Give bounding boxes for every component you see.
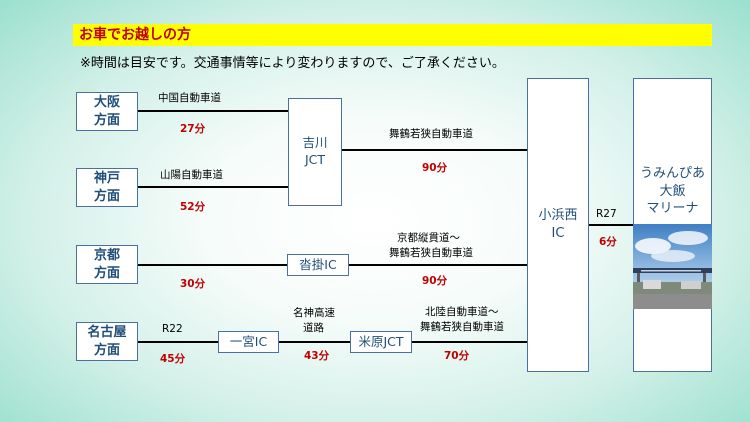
time-meishin: 43分: [304, 350, 330, 362]
origin-nagoya: 名古屋方面: [76, 322, 138, 361]
origin-kyoto: 京都方面: [76, 245, 138, 284]
time-r22: 45分: [160, 353, 186, 365]
route-label-maizuru: 舞鶴若狭自動車道: [389, 128, 473, 140]
time-kyoto-kutsukake: 30分: [180, 278, 206, 290]
route-label-r27: R27: [596, 208, 617, 220]
origin-nagoya-suffix: 方面: [93, 342, 120, 358]
route-line-sanyo: [137, 186, 288, 188]
marina-photo: [633, 224, 712, 309]
junction-maibara: 米原JCT: [350, 331, 412, 353]
page-title: お車でお越しの方: [73, 24, 712, 46]
route-line-meishin: [279, 341, 350, 343]
origin-osaka-name: 大阪: [93, 94, 120, 110]
time-kyoto-route: 90分: [422, 275, 448, 287]
junction-obama-nishi: 小浜西 IC: [527, 78, 589, 372]
route-label-kyoto-line2: 舞鶴若狭自動車道: [389, 247, 473, 259]
junction-yokawa-type: JCT: [304, 152, 326, 167]
junction-ichinomiya-label: 一宮IC: [229, 333, 268, 349]
route-line-chugoku: [137, 110, 288, 112]
route-line-kyoto-kutsukake: [137, 264, 288, 266]
origin-nagoya-name: 名古屋: [87, 324, 127, 340]
route-line-r27: [589, 224, 633, 226]
destination-name-line1: うみんぴあ: [639, 166, 705, 181]
destination-name-line2: 大飯: [659, 183, 686, 199]
origin-kyoto-suffix: 方面: [93, 265, 120, 281]
route-label-sanyo: 山陽自動車道: [160, 169, 223, 181]
origin-kobe-name: 神戸: [93, 170, 120, 186]
route-label-kyoto-line1: 京都縦貫道～: [397, 232, 460, 244]
junction-kutsukake-label: 沓掛IC: [299, 256, 337, 272]
time-sanyo: 52分: [180, 201, 206, 213]
route-line-hokuriku: [412, 341, 527, 343]
time-hokuriku: 70分: [444, 350, 470, 362]
junction-yokawa-name: 吉川: [302, 135, 328, 151]
route-label-hokuriku-line1: 北陸自動車道～: [425, 306, 499, 318]
time-maizuru: 90分: [422, 162, 448, 174]
time-r27: 6分: [599, 236, 617, 248]
disclaimer-note: ※時間は目安です。交通事情等により変わりますので、ご了承ください。: [80, 56, 505, 71]
junction-ichinomiya: 一宮IC: [218, 331, 279, 353]
junction-kutsukake: 沓掛IC: [287, 254, 349, 276]
origin-osaka: 大阪方面: [76, 92, 138, 131]
route-line-kutsukake-obama: [349, 264, 527, 266]
route-label-chugoku: 中国自動車道: [158, 92, 221, 104]
origin-osaka-suffix: 方面: [93, 112, 120, 128]
route-label-meishin-line1: 名神高速: [293, 307, 335, 319]
time-chugoku: 27分: [180, 123, 206, 135]
route-label-hokuriku-line2: 舞鶴若狭自動車道: [420, 321, 504, 333]
route-line-r22: [137, 341, 219, 343]
destination-name-line3: マリーナ: [646, 201, 699, 217]
junction-obama-type: IC: [551, 226, 565, 241]
junction-obama-name: 小浜西: [538, 208, 578, 224]
origin-kobe-suffix: 方面: [93, 188, 120, 204]
origin-kyoto-name: 京都: [93, 247, 120, 263]
junction-maibara-label: 米原JCT: [358, 333, 404, 349]
route-label-meishin-line2: 道路: [303, 322, 324, 334]
origin-kobe: 神戸方面: [76, 168, 138, 207]
route-label-r22: R22: [162, 323, 183, 335]
route-line-maizuru: [341, 149, 527, 151]
